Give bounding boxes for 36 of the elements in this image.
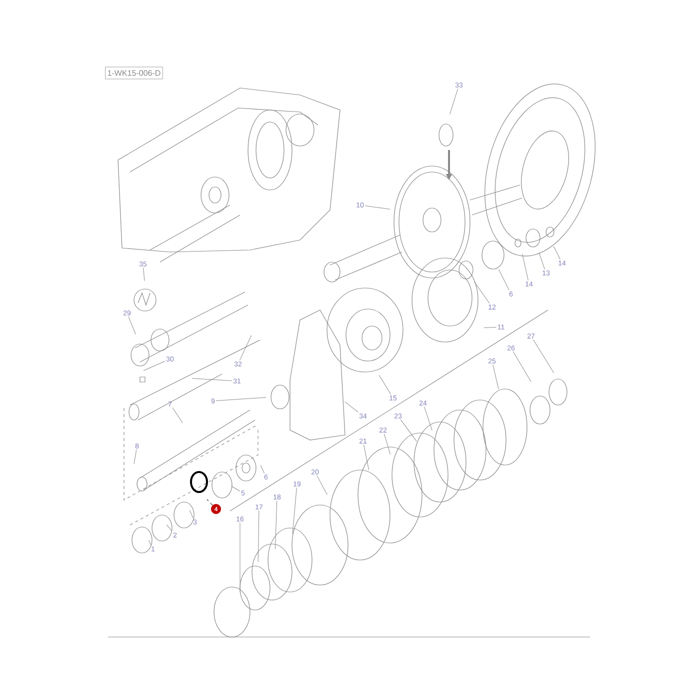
leader-line (166, 524, 172, 532)
leader-line (192, 378, 232, 381)
leader-line (344, 401, 359, 413)
leader-line (538, 252, 545, 270)
leader-line (474, 282, 490, 304)
leader-line (424, 406, 432, 431)
drawing-code-box: 1-WK15-006-D (105, 66, 163, 80)
leader-line (148, 540, 152, 546)
leader-line (512, 351, 532, 382)
leader-line (172, 407, 183, 424)
leader-line (189, 510, 194, 519)
leader-line (533, 339, 554, 374)
leader-line (384, 433, 391, 455)
leader-line (522, 254, 528, 281)
leader-line (498, 269, 510, 291)
leader-line (274, 500, 278, 550)
leader-line (364, 205, 390, 210)
leader-line (292, 487, 297, 534)
leader-line (206, 499, 213, 506)
leader-line (258, 510, 260, 562)
leader-line (143, 360, 166, 371)
leader-line (143, 267, 145, 282)
leader-line (216, 397, 266, 402)
leader-line (450, 88, 458, 115)
leader-line (400, 419, 417, 442)
leader-line (128, 316, 136, 335)
leader-line (492, 364, 499, 390)
leader-line (484, 326, 496, 328)
leader-line (230, 486, 240, 492)
leader-line (316, 475, 328, 495)
leader-line (363, 444, 370, 470)
leader-line (239, 335, 252, 361)
leader-line (260, 465, 265, 474)
leader-line (378, 374, 392, 395)
leader-line (553, 246, 560, 260)
leader-line (134, 449, 137, 464)
